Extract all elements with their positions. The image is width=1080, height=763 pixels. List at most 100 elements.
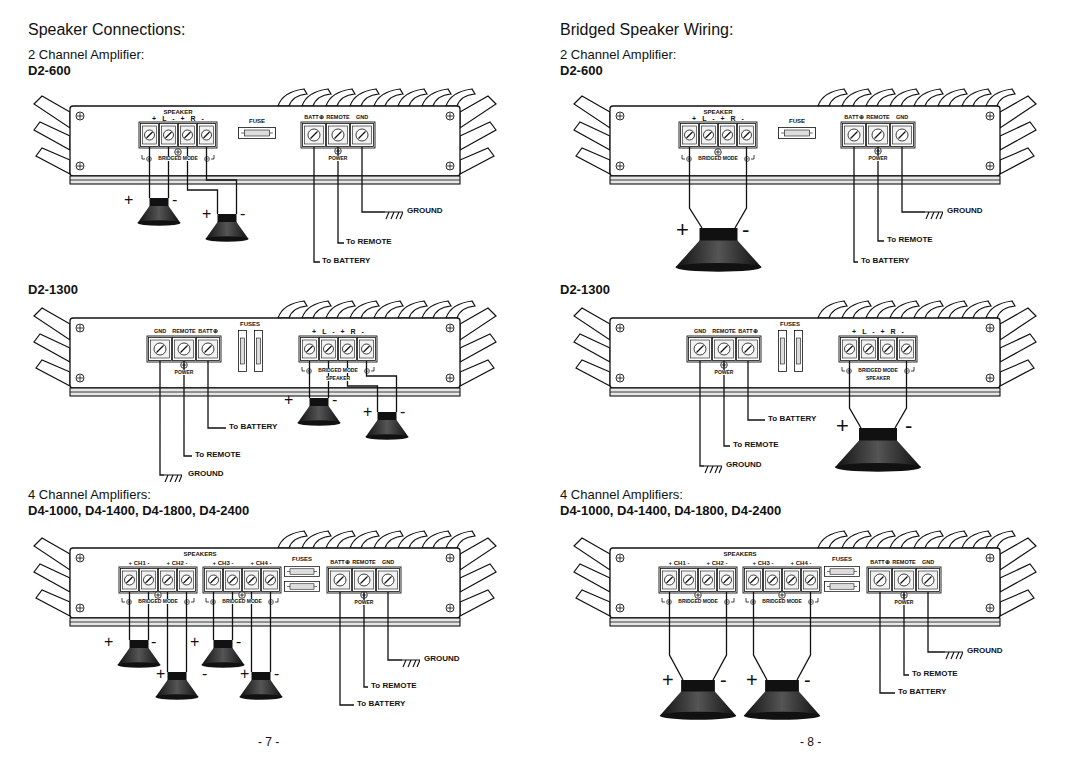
heading: D2-1300 xyxy=(560,283,610,297)
heading: Speaker Connections: xyxy=(28,22,185,39)
terminal-panels xyxy=(679,122,915,161)
amplifier-housings xyxy=(34,89,1036,626)
polarity-sign: - xyxy=(274,666,279,683)
terminal-label: SPEAKER xyxy=(865,376,891,381)
speaker-wires xyxy=(670,592,811,680)
terminal-label: + CH2 - xyxy=(167,560,188,566)
polarity-sign: + xyxy=(676,218,689,241)
polarity-sign: - xyxy=(151,634,156,651)
amplifier-housings xyxy=(34,531,496,626)
terminal-panels xyxy=(119,566,401,604)
amplifier-panel: GNDREMOTEBATT⊕POWERFUSES+ L - + R -BRIDG… xyxy=(70,318,460,388)
terminal-label: REMOTE xyxy=(172,329,196,335)
polarity-sign: - xyxy=(236,634,241,651)
terminal-label: BRIDGED MODE xyxy=(677,599,718,604)
heading: D4-1000, D4-1400, D4-1800, D4-2400 xyxy=(560,504,781,518)
power-wires xyxy=(160,147,945,705)
terminal-label: + CH4 - xyxy=(251,560,272,566)
terminal-label: + L - + R - xyxy=(852,328,904,335)
terminal-label: FUSE xyxy=(249,118,265,124)
power-wires xyxy=(700,361,765,466)
wire-label: To REMOTE xyxy=(346,238,392,246)
terminal-panels xyxy=(147,331,377,374)
polarity-sign: - xyxy=(240,206,245,223)
wire-label: GROUND xyxy=(967,647,1003,655)
terminal-label: FUSES xyxy=(292,556,312,562)
ground-symbols xyxy=(704,466,722,473)
terminal-label: REMOTE xyxy=(352,560,376,566)
terminal-label: POWER xyxy=(328,156,349,161)
terminal-label: REMOTE xyxy=(712,329,736,335)
polarity-sign: - xyxy=(202,666,207,683)
terminal-label: BATT⊕ xyxy=(304,115,323,121)
polarity-sign: + xyxy=(240,666,249,683)
polarity-sign: - xyxy=(804,670,811,691)
terminal-panels xyxy=(687,331,917,374)
terminal-label: GND xyxy=(896,115,908,121)
polarity-sign: - xyxy=(905,414,912,437)
wire-label: To BATTERY xyxy=(229,423,277,431)
wire-label: To REMOTE xyxy=(371,682,417,690)
amplifier-panel: GNDREMOTEBATT⊕POWERFUSES+ L - + R -BRIDG… xyxy=(610,318,1000,388)
polarity-sign: - xyxy=(332,392,337,409)
wire-label: GROUND xyxy=(424,655,460,663)
terminal-label: FUSE xyxy=(789,118,805,124)
terminal-label: BRIDGED MODE xyxy=(857,368,898,373)
polarity-sign: - xyxy=(172,192,177,209)
ground-symbols xyxy=(925,212,943,219)
terminal-label: POWER xyxy=(354,600,375,605)
amplifier-housings xyxy=(34,89,496,184)
terminal-label: BRIDGED MODE xyxy=(761,599,802,604)
ground-symbols xyxy=(402,660,420,667)
heading: D2-600 xyxy=(560,64,603,78)
wire-label: To BATTERY xyxy=(861,257,909,265)
terminal-label: SPEAKERS xyxy=(723,551,756,557)
polarity-sign: + xyxy=(836,414,849,437)
terminal-label: + L - + R - xyxy=(692,115,744,122)
polarity-sign: - xyxy=(742,218,749,241)
terminal-label: POWER xyxy=(868,156,889,161)
speaker-symbols xyxy=(118,198,922,720)
heading: D2-1300 xyxy=(28,283,78,297)
wire-label: To BATTERY xyxy=(322,257,370,265)
speaker-wires xyxy=(130,147,907,680)
terminal-label: SPEAKER xyxy=(163,109,192,115)
terminal-label: BATT⊕ xyxy=(844,115,863,121)
polarity-sign: + xyxy=(190,634,199,651)
terminal-label: + CH1 - xyxy=(129,560,150,566)
wire-label: - 7 - xyxy=(258,736,279,749)
wire-label: GROUND xyxy=(188,470,224,478)
wire-label: To BATTERY xyxy=(357,700,405,708)
terminal-label: BRIDGED MODE xyxy=(697,156,738,161)
amplifier-panel: + CH1 -+ CH2 -SPEAKERS+ CH3 -+ CH4 -BRID… xyxy=(610,548,1000,618)
terminal-label: + CH2 - xyxy=(707,560,728,566)
terminal-label: BATT⊕ xyxy=(330,560,349,566)
terminal-label: GND xyxy=(356,115,368,121)
terminal-label: BATT⊕ xyxy=(870,560,889,566)
wire-label: GROUND xyxy=(726,461,762,469)
wire-label: To BATTERY xyxy=(898,688,946,696)
terminal-label: BATT⊕ xyxy=(738,329,757,335)
wire-label: - 8 - xyxy=(800,736,821,749)
amplifier-panel: + CH1 -+ CH2 -SPEAKERS+ CH3 -+ CH4 -BRID… xyxy=(70,548,460,618)
terminal-label: SPEAKER xyxy=(325,376,351,381)
polarity-sign: + xyxy=(363,404,372,421)
heading: D2-600 xyxy=(28,64,71,78)
terminal-label: FUSES xyxy=(780,321,800,327)
terminal-label: REMOTE xyxy=(892,560,916,566)
terminal-label: BRIDGED MODE xyxy=(221,599,262,604)
ground-symbols xyxy=(164,212,963,667)
heading: 4 Channel Amplifiers: xyxy=(560,488,683,502)
terminal-label: BATT⊕ xyxy=(198,329,217,335)
polarity-sign: - xyxy=(720,670,727,691)
ground-symbols xyxy=(164,475,182,482)
polarity-sign: + xyxy=(284,392,293,409)
heading: Bridged Speaker Wiring: xyxy=(560,22,733,39)
terminal-panels xyxy=(659,566,941,604)
amplifier-panel: SPEAKER+ L - + R -BRIDGED MODEFUSEBATT⊕R… xyxy=(610,106,1000,176)
amplifier-panel: SPEAKER+ L - + R -BRIDGED MODEFUSEBATT⊕R… xyxy=(70,106,460,176)
amplifier-housings xyxy=(34,301,496,396)
wire-label: To BATTERY xyxy=(768,415,816,423)
terminal-label: + L - + R - xyxy=(152,115,204,122)
